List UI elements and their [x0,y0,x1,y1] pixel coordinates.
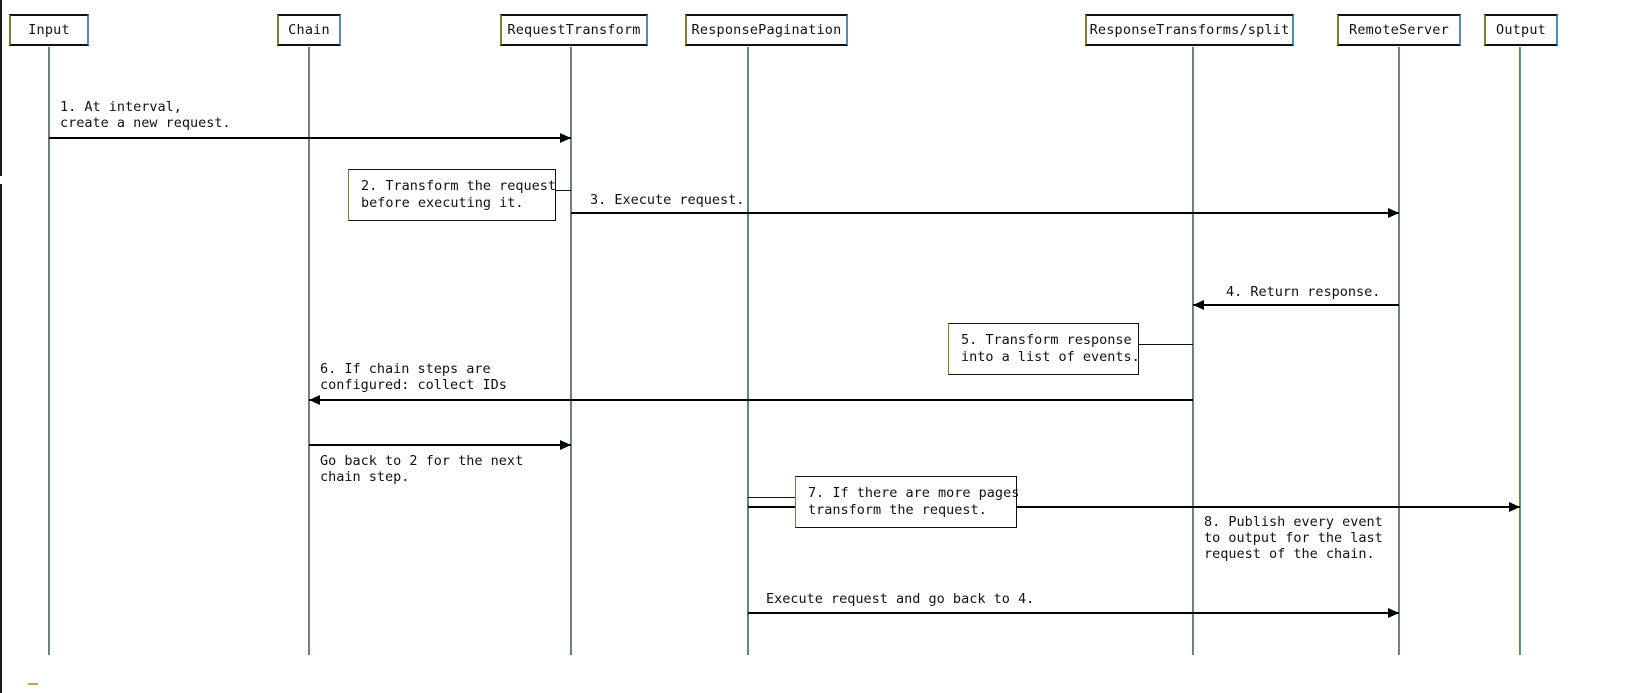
page-edge-gap-artifact [0,176,3,184]
participant-output[interactable]: Output [1484,14,1558,46]
note-text: 7. If there are more pages transform the… [808,485,1020,518]
message-line-msg-execute-again [748,612,1399,614]
message-label-msg-goback-2: Go back to 2 for the next chain step. [320,453,524,485]
participant-reqtrans[interactable]: RequestTransform [500,14,648,46]
note-connector-note-5 [1139,344,1193,346]
arrow-head-msg-3 [1388,207,1399,218]
lifeline-output [1519,47,1521,655]
message-line-msg-8 [748,506,1520,508]
message-label-msg-execute-again: Execute request and go back to 4. [766,591,1035,607]
lifeline-input [48,47,50,655]
message-line-msg-4 [1193,304,1399,306]
message-line-msg-1 [49,137,571,139]
arrow-head-msg-execute-again [1388,607,1399,618]
message-line-msg-goback-2 [309,444,571,446]
message-label-msg-4: 4. Return response. [1226,284,1381,300]
message-label-msg-6: 6. If chain steps are configured: collec… [320,361,507,393]
participant-label: RequestTransform [507,22,641,38]
arrow-head-msg-goback-2 [560,439,571,450]
lifeline-resptrans [1192,47,1194,655]
participant-label: Chain [288,22,330,38]
participant-remote[interactable]: RemoteServer [1337,14,1461,46]
message-label-msg-8: 8. Publish every event to output for the… [1204,514,1383,562]
participant-chain[interactable]: Chain [277,14,341,46]
message-line-msg-3 [571,212,1399,214]
note-connector-note-7 [748,497,795,499]
lifeline-remote [1398,47,1400,655]
note-note-7: 7. If there are more pages transform the… [795,476,1020,528]
participant-resppage[interactable]: ResponsePagination [685,14,848,46]
lifeline-resppage [747,47,749,655]
note-text: 5. Transform response into a list of eve… [961,332,1140,365]
participant-label: ResponsePagination [691,22,842,38]
arrow-head-msg-1 [560,132,571,143]
participant-resptrans[interactable]: ResponseTransforms/split [1085,14,1294,46]
note-connector-note-2 [556,190,571,192]
note-note-2: 2. Transform the request before executin… [348,169,556,221]
lifeline-chain [308,47,310,655]
message-label-msg-3: 3. Execute request. [590,192,745,208]
arrow-head-msg-4 [1193,299,1204,310]
participant-label: Input [28,22,70,38]
arrow-head-msg-6 [309,394,320,405]
participant-input[interactable]: Input [9,14,89,46]
page-corner-artifact [28,683,38,685]
note-text: 2. Transform the request before executin… [361,178,557,211]
message-label-msg-1: 1. At interval, create a new request. [60,99,231,131]
page-edge-artifact [0,0,2,693]
participant-label: Output [1496,22,1546,38]
participant-label: RemoteServer [1349,22,1449,38]
participant-label: ResponseTransforms/split [1089,22,1290,38]
lifeline-reqtrans [570,47,572,655]
arrow-head-msg-8 [1509,501,1520,512]
message-line-msg-6 [309,399,1193,401]
note-note-5: 5. Transform response into a list of eve… [948,323,1140,375]
